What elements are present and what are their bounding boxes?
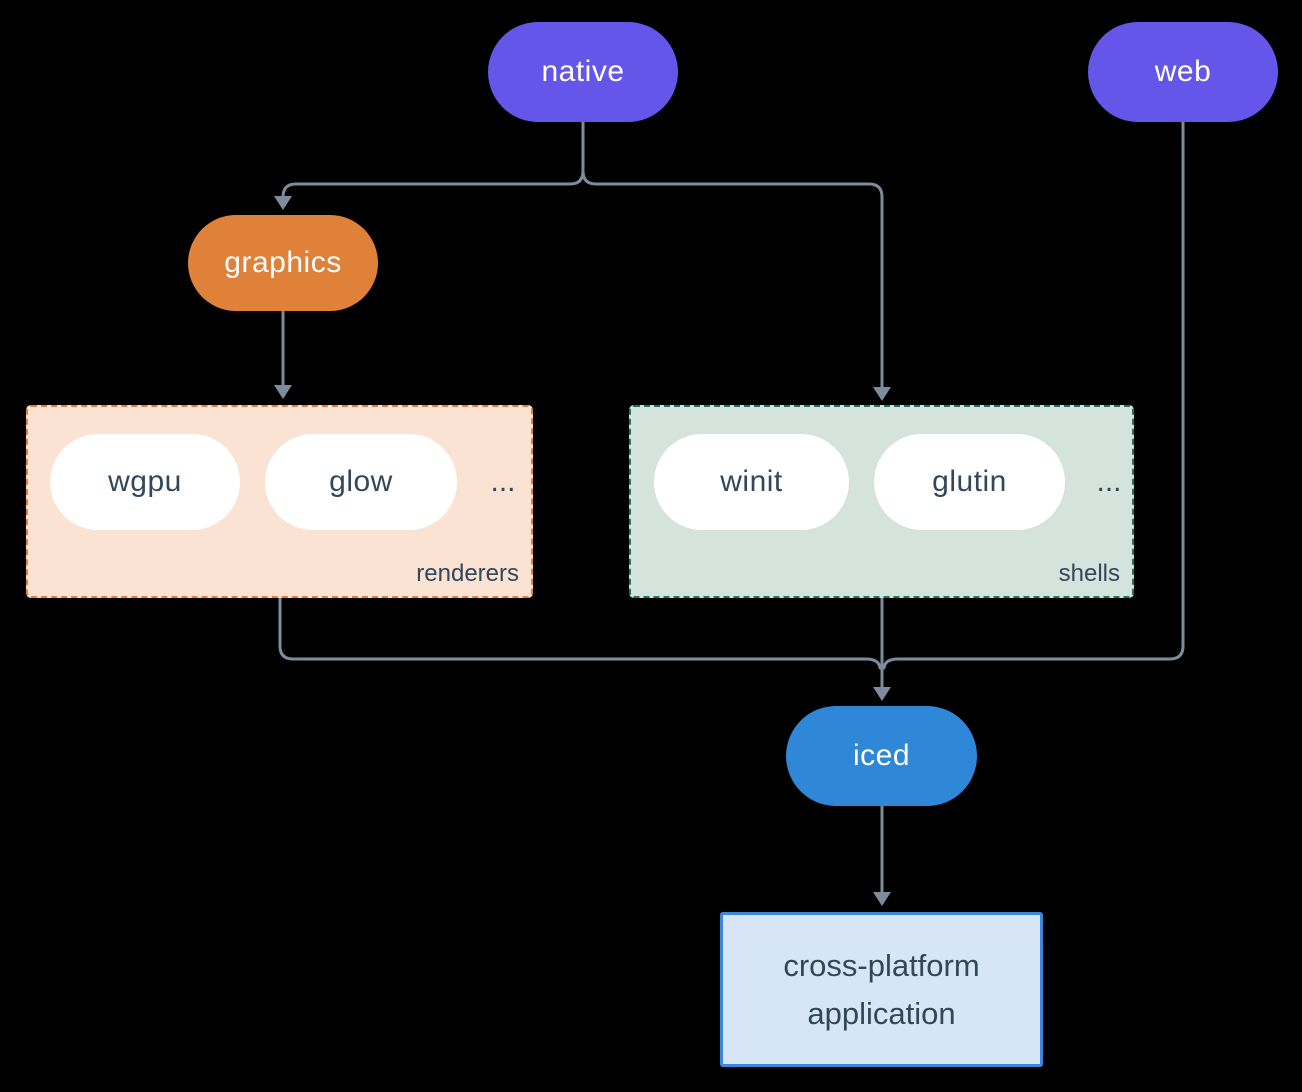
node-native-label: native — [541, 55, 625, 88]
node-glutin: glutin — [874, 434, 1065, 530]
edge-native-to-graphics — [281, 120, 585, 200]
node-glow: glow — [265, 434, 457, 530]
node-winit-label: winit — [720, 465, 783, 498]
arrowhead-application — [873, 892, 891, 906]
edge-web-to-iced — [882, 120, 1185, 670]
node-iced-label: iced — [852, 739, 911, 772]
shells-ellipsis: ... — [1096, 465, 1122, 498]
arrowhead-renderers — [274, 385, 292, 399]
node-web-label: web — [1154, 55, 1212, 88]
edge-renderers-to-iced — [278, 596, 882, 670]
node-web: web — [1088, 22, 1278, 122]
renderers-ellipsis: ... — [490, 465, 516, 498]
app-label-line2: application — [807, 995, 956, 1031]
node-graphics: graphics — [188, 215, 378, 311]
group-renderers: wgpu glow ... renderers — [26, 405, 533, 598]
app-label-line1: cross-platform — [783, 947, 980, 983]
node-graphics-label: graphics — [224, 246, 342, 279]
node-wgpu-label: wgpu — [108, 465, 182, 498]
node-native: native — [488, 22, 678, 122]
node-iced: iced — [786, 706, 977, 806]
node-glutin-label: glutin — [932, 465, 1007, 498]
arrowhead-graphics — [274, 196, 292, 210]
node-cross-platform-application: cross-platform application — [720, 912, 1043, 1067]
arrowhead-iced — [873, 687, 891, 701]
edge-native-to-shells — [581, 120, 884, 391]
arrowhead-shells — [873, 387, 891, 401]
group-label-shells: shells — [1058, 560, 1120, 587]
node-winit: winit — [654, 434, 849, 530]
node-wgpu: wgpu — [50, 434, 240, 530]
node-glow-label: glow — [329, 465, 393, 498]
group-shells: winit glutin ... shells — [629, 405, 1134, 598]
group-label-renderers: renderers — [416, 560, 519, 587]
